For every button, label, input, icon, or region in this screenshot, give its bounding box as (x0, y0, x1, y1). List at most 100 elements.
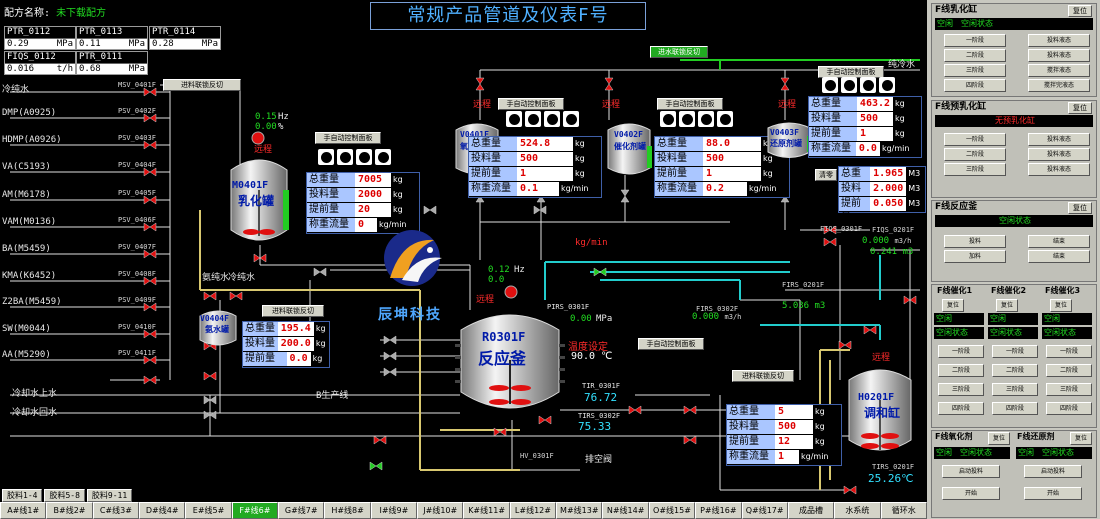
emulsify-feed-interlock-button[interactable]: 进料联锁反切 (163, 79, 241, 91)
valve-icon[interactable] (823, 237, 837, 247)
valve-icon[interactable] (253, 253, 267, 263)
reactor-control-panel-button[interactable]: 手自动控制面板 (638, 338, 704, 350)
line-tab[interactable]: 循环水 (880, 502, 927, 519)
sequence-step-button[interactable]: 投料液态 (1028, 34, 1090, 47)
line-tab[interactable]: F#线6# (231, 502, 279, 519)
flow-clear-button[interactable]: 清零 (815, 169, 837, 181)
line-tab[interactable]: A#线1# (0, 502, 47, 519)
line-tab[interactable]: I#线9# (370, 502, 418, 519)
valve-icon[interactable] (780, 77, 790, 91)
oxidant-control-panel-button[interactable]: 手自动控制面板 (498, 98, 564, 110)
valve-icon[interactable] (383, 367, 397, 377)
reset-button[interactable]: 复位 (1068, 102, 1092, 114)
sequence-step-button[interactable]: 投料液态 (1028, 148, 1090, 161)
reset-button[interactable]: 复位 (942, 299, 964, 312)
sequence-step-button[interactable]: 一阶段 (1046, 345, 1092, 358)
sequence-step-button[interactable]: 四阶段 (992, 402, 1038, 415)
blend-tank[interactable] (845, 360, 915, 460)
sequence-step-button[interactable]: 四阶段 (944, 79, 1006, 92)
valve-icon[interactable] (143, 140, 157, 150)
valve-icon[interactable] (475, 77, 485, 91)
line-tab[interactable]: J#线10# (417, 502, 464, 519)
valve-icon[interactable] (143, 375, 157, 385)
valve-icon[interactable] (903, 295, 917, 305)
line-tab[interactable]: P#线16# (695, 502, 742, 519)
sequence-step-button[interactable]: 二阶段 (992, 364, 1038, 377)
valve-icon[interactable] (383, 335, 397, 345)
valve-icon[interactable] (838, 340, 852, 350)
valve-icon[interactable] (143, 249, 157, 259)
start-button[interactable]: 开始 (942, 487, 1000, 500)
start-button[interactable]: 开始 (1024, 487, 1082, 500)
valve-icon[interactable] (143, 222, 157, 232)
valve-icon[interactable] (369, 461, 383, 471)
emulsify-agitator-motor-icon[interactable] (250, 130, 266, 146)
reset-button[interactable]: 复位 (1068, 5, 1092, 17)
sequence-step-button[interactable]: 投料 (944, 235, 1006, 248)
ammonia-feed-interlock-button[interactable]: 进料联锁反切 (262, 305, 324, 317)
catalyst-control-panel-button[interactable]: 手自动控制面板 (657, 98, 723, 110)
valve-icon[interactable] (593, 267, 607, 277)
valve-icon[interactable] (373, 435, 387, 445)
reset-button[interactable]: 复位 (1070, 432, 1092, 445)
valve-icon[interactable] (143, 329, 157, 339)
valve-icon[interactable] (493, 427, 507, 437)
valve-icon[interactable] (604, 77, 614, 91)
line-tab[interactable]: O#线15# (648, 502, 696, 519)
valve-icon[interactable] (843, 485, 857, 495)
reset-button[interactable]: 复位 (1068, 202, 1092, 214)
line-tab[interactable]: M#线13# (556, 502, 603, 519)
sequence-step-button[interactable]: 二阶段 (1046, 364, 1092, 377)
valve-icon[interactable] (683, 435, 697, 445)
sequence-step-button[interactable]: 二阶段 (938, 364, 984, 377)
valve-icon[interactable] (628, 405, 642, 415)
line-tab[interactable]: C#线3# (92, 502, 140, 519)
sequence-step-button[interactable]: 三阶段 (944, 163, 1006, 176)
valve-icon[interactable] (683, 405, 697, 415)
line-tab[interactable]: H#线8# (324, 502, 371, 519)
group-tab[interactable]: 胶料9-11 (86, 489, 133, 502)
group-tab[interactable]: 胶料1-4 (2, 489, 43, 502)
valve-icon[interactable] (143, 167, 157, 177)
sequence-step-button[interactable]: 二阶段 (944, 49, 1006, 62)
emulsify-tank[interactable] (225, 150, 293, 250)
catalyst-tank[interactable] (604, 118, 654, 180)
sequence-step-button[interactable]: 投料液态 (1028, 49, 1090, 62)
valve-icon[interactable] (538, 415, 552, 425)
sequence-step-button[interactable]: 投料液态 (1028, 163, 1090, 176)
valve-icon[interactable] (203, 410, 217, 420)
valve-icon[interactable] (203, 371, 217, 381)
line-tab[interactable]: K#线11# (463, 502, 510, 519)
valve-icon[interactable] (823, 225, 837, 235)
line-tab[interactable]: 成品槽 (787, 502, 835, 519)
line-tab[interactable]: D#线4# (139, 502, 186, 519)
group-tab[interactable]: 胶料5-8 (44, 489, 85, 502)
sequence-step-button[interactable]: 三阶段 (1046, 383, 1092, 396)
valve-icon[interactable] (533, 205, 547, 215)
valve-icon[interactable] (863, 325, 877, 335)
sequence-step-button[interactable]: 结束 (1028, 250, 1090, 263)
sequence-step-button[interactable]: 三阶段 (992, 383, 1038, 396)
sequence-step-button[interactable]: 投料液态 (1028, 133, 1090, 146)
sequence-step-button[interactable]: 加料 (944, 250, 1006, 263)
valve-icon[interactable] (203, 395, 217, 405)
valve-icon[interactable] (620, 189, 630, 203)
reset-button[interactable]: 复位 (996, 299, 1018, 312)
valve-icon[interactable] (203, 291, 217, 301)
valve-icon[interactable] (143, 302, 157, 312)
reset-button[interactable]: 复位 (1050, 299, 1072, 312)
valve-icon[interactable] (143, 87, 157, 97)
line-tab[interactable]: G#线7# (278, 502, 325, 519)
sequence-step-button[interactable]: 搅拌完液态 (1028, 79, 1090, 92)
ammonia-tank[interactable] (196, 306, 240, 350)
start-feed-button[interactable]: 启动投料 (1024, 465, 1082, 478)
line-tab[interactable]: L#线12# (509, 502, 557, 519)
valve-icon[interactable] (383, 351, 397, 361)
valve-icon[interactable] (143, 355, 157, 365)
sequence-step-button[interactable]: 一阶段 (992, 345, 1038, 358)
